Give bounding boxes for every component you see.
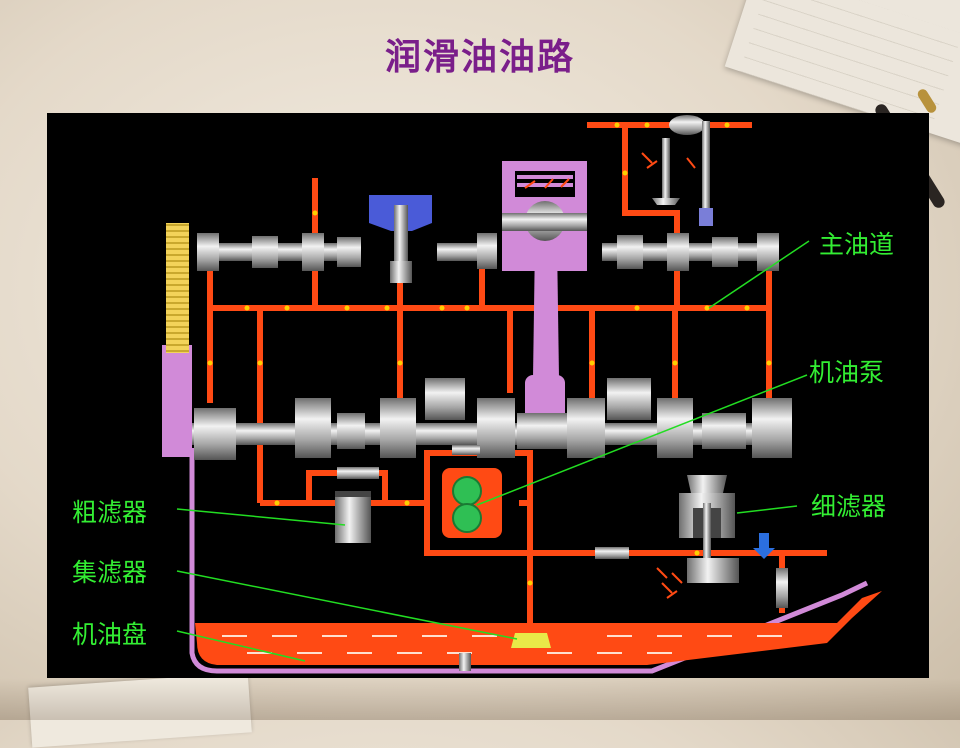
- piston-and-connecting-rod: [502, 161, 587, 430]
- rocker-arm-and-valve: [641, 115, 713, 226]
- coarse-filter: [335, 467, 379, 543]
- label-leader-lines: [176, 240, 810, 662]
- label-coarse-filter: 粗滤器: [72, 498, 148, 527]
- fine-filter: [656, 475, 739, 599]
- label-oil-pan: 机油盘: [72, 620, 148, 649]
- valve-tappet: [369, 195, 432, 283]
- oil-strainer: [511, 633, 551, 648]
- camshaft: [197, 233, 779, 271]
- label-main-oil-gallery: 主油道: [819, 230, 895, 259]
- crankshaft: [192, 378, 792, 460]
- label-fine-filter: 细滤器: [811, 492, 887, 521]
- label-oil-strainer: 集滤器: [72, 558, 148, 587]
- engine-housing: [162, 345, 869, 674]
- slide-title: 润滑油油路: [384, 37, 575, 78]
- bottom-shadow-decoration: [0, 678, 960, 720]
- relief-valves: [595, 533, 788, 608]
- label-oil-pump: 机油泵: [809, 358, 885, 387]
- oil-pump: [442, 445, 502, 538]
- oil-pan: [195, 591, 882, 671]
- timing-gear: [166, 223, 189, 353]
- lubrication-diagram: 主油道 机油泵 细滤器 粗滤器 集滤器 机油盘: [47, 113, 929, 678]
- lubrication-schematic: [162, 115, 882, 674]
